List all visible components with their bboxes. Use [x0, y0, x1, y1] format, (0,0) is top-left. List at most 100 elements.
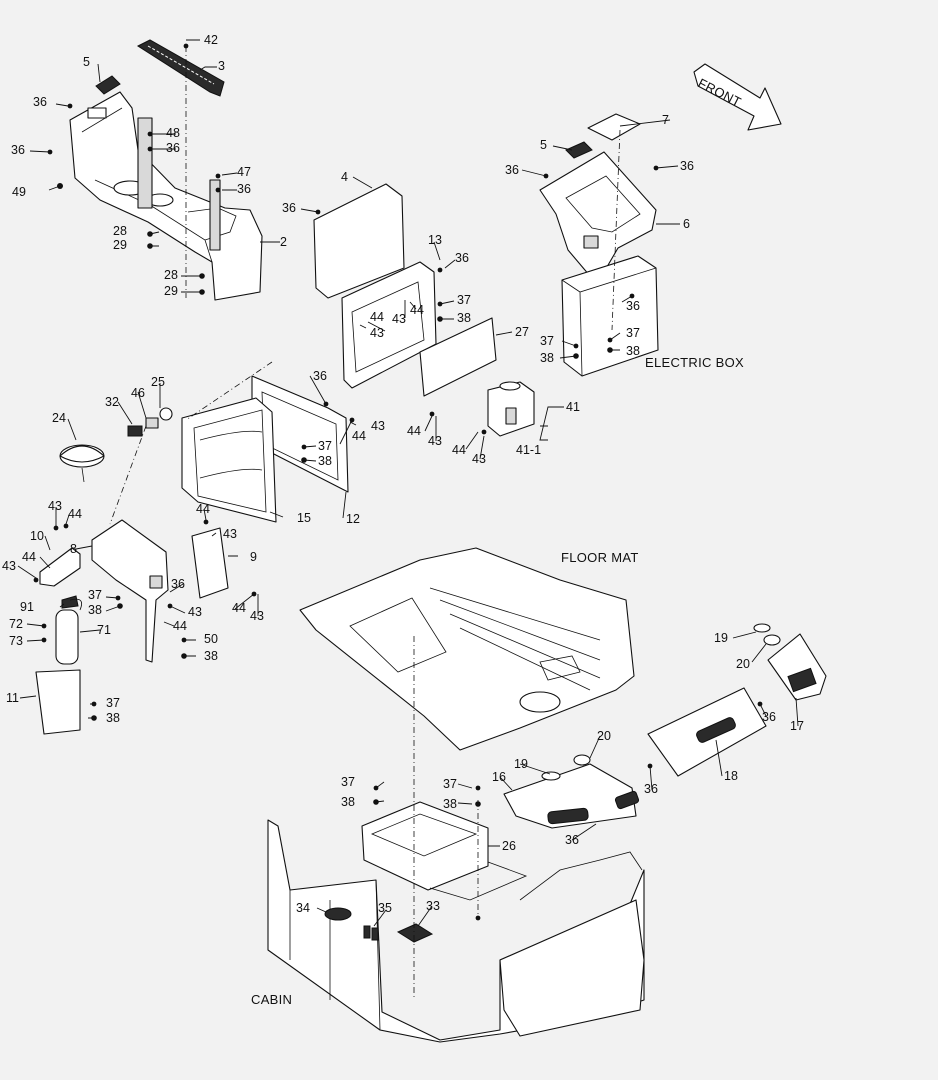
- callout-48: 48: [166, 126, 180, 140]
- callout-37: 37: [626, 326, 640, 340]
- callout-72: 72: [9, 617, 23, 631]
- callout-3: 3: [218, 59, 225, 73]
- callout-38: 38: [540, 351, 554, 365]
- bracket-11: [35, 669, 81, 735]
- part-5-electric: [565, 141, 593, 159]
- callout-47: 47: [237, 165, 251, 179]
- duct-18: [647, 687, 767, 777]
- floor-mat-caption: FLOOR MAT: [561, 550, 639, 565]
- callout-5: 5: [540, 138, 547, 152]
- callout-24: 24: [52, 411, 66, 425]
- callout-44: 44: [410, 303, 424, 317]
- plate-9: [191, 527, 229, 599]
- callout-38: 38: [457, 311, 471, 325]
- callout-38: 38: [341, 795, 355, 809]
- callout-19: 19: [514, 757, 528, 771]
- callout-43: 43: [188, 605, 202, 619]
- callout-37: 37: [88, 588, 102, 602]
- callout-15: 15: [297, 511, 311, 525]
- callout-38: 38: [106, 711, 120, 725]
- callout-8: 8: [70, 542, 77, 556]
- callout-41: 41: [566, 400, 580, 414]
- callout-18: 18: [724, 769, 738, 783]
- callout-44: 44: [370, 310, 384, 324]
- callout-43: 43: [371, 419, 385, 433]
- callout-7: 7: [662, 113, 669, 127]
- part-5-top: [95, 75, 121, 95]
- callout-50: 50: [204, 632, 218, 646]
- callout-43: 43: [48, 499, 62, 513]
- callout-20: 20: [597, 729, 611, 743]
- callout-16: 16: [492, 770, 506, 784]
- callout-38: 38: [318, 454, 332, 468]
- panel-27: [419, 317, 497, 397]
- part-32: [127, 425, 143, 437]
- callout-43: 43: [472, 452, 486, 466]
- callout-37: 37: [318, 439, 332, 453]
- cabin-caption: CABIN: [251, 992, 292, 1007]
- cabin-structure: [267, 819, 645, 1043]
- callout-43: 43: [2, 559, 16, 573]
- callout-5: 5: [83, 55, 90, 69]
- part-33: [396, 923, 434, 943]
- callout-46: 46: [131, 386, 145, 400]
- callout-37: 37: [106, 696, 120, 710]
- callout-44: 44: [22, 550, 36, 564]
- callout-37: 37: [443, 777, 457, 791]
- callout-43: 43: [392, 312, 406, 326]
- callout-44: 44: [352, 429, 366, 443]
- callout-44: 44: [452, 443, 466, 457]
- callout-37: 37: [457, 293, 471, 307]
- callout-49: 49: [12, 185, 26, 199]
- duct-16: [503, 763, 640, 829]
- callout-36: 36: [644, 782, 658, 796]
- callout-11: 11: [6, 691, 19, 705]
- callout-17: 17: [790, 719, 804, 733]
- callout-43: 43: [250, 609, 264, 623]
- callout-71: 71: [97, 623, 111, 637]
- electric-box: [561, 255, 659, 377]
- electric-box-caption: ELECTRIC BOX: [645, 355, 744, 370]
- callout-38: 38: [626, 344, 640, 358]
- part-3-grille: [136, 39, 225, 97]
- callout-44: 44: [68, 507, 82, 521]
- part-24-knob: [59, 444, 105, 483]
- callout-73: 73: [9, 634, 23, 648]
- callout-36: 36: [626, 299, 640, 313]
- callout-12: 12: [346, 512, 360, 526]
- callout-42: 42: [204, 33, 218, 47]
- callout-36: 36: [237, 182, 251, 196]
- callout-36: 36: [680, 159, 694, 173]
- bracket-10: [39, 547, 81, 587]
- callout-44: 44: [173, 619, 187, 633]
- callout-29: 29: [164, 284, 178, 298]
- callout-43: 43: [223, 527, 237, 541]
- callout-32: 32: [105, 395, 119, 409]
- callout-36: 36: [313, 369, 327, 383]
- callout-44: 44: [196, 502, 210, 516]
- part-6-cover: [539, 151, 657, 277]
- vents-19-20: [541, 623, 781, 781]
- part-7-lid: [587, 113, 641, 141]
- extinguisher: [55, 595, 83, 665]
- callout-10: 10: [30, 529, 44, 543]
- callout-38: 38: [204, 649, 218, 663]
- callout-36: 36: [171, 577, 185, 591]
- center-lines: [109, 46, 621, 1000]
- callout-2: 2: [280, 235, 287, 249]
- callout-36: 36: [166, 141, 180, 155]
- part-25: [159, 407, 173, 421]
- fastener-dots: [33, 43, 763, 921]
- callout-6: 6: [683, 217, 690, 231]
- callout-4: 4: [341, 170, 348, 184]
- tray-26: [361, 801, 528, 901]
- callout-36: 36: [33, 95, 47, 109]
- callout-36: 36: [505, 163, 519, 177]
- callout-41-1: 41-1: [516, 443, 541, 457]
- callout-13: 13: [428, 233, 442, 247]
- callout-20: 20: [736, 657, 750, 671]
- leader-lines: [17, 39, 799, 927]
- duct-17: [767, 633, 827, 701]
- callout-36: 36: [762, 710, 776, 724]
